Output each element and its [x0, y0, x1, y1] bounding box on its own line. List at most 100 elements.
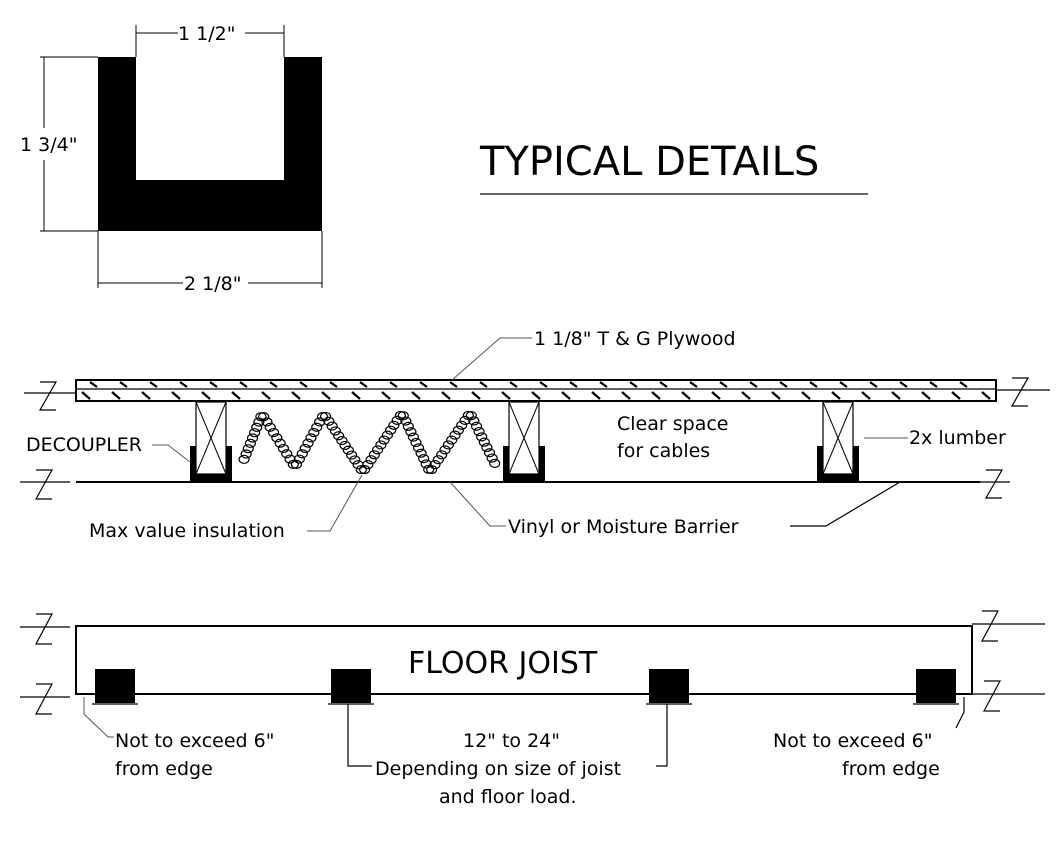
coil-loop [342, 445, 354, 455]
coil-loop [299, 443, 311, 454]
hatch-mark [81, 391, 91, 400]
coil-loop [420, 459, 432, 469]
hatch-mark [149, 381, 158, 388]
coil-loop [470, 421, 483, 431]
page-title: TYPICAL DETAILS [479, 139, 819, 185]
decoupler-label: DECOUPLER [26, 434, 142, 456]
hatch-mark [809, 381, 818, 388]
hatch-mark [479, 381, 488, 388]
coil-loop [287, 459, 299, 469]
block-fill [916, 669, 956, 703]
spacing-note-2: Depending on size of joist [375, 758, 621, 780]
hatch-mark [351, 391, 361, 400]
dim-inner-width: 1 1/2" [178, 23, 235, 45]
hatch-mark [411, 391, 421, 400]
joist-block [913, 669, 959, 705]
hatch-mark [629, 381, 638, 388]
hatch-mark [441, 391, 451, 400]
coil-loop [284, 454, 296, 464]
hatch-mark [929, 381, 938, 388]
decoupler-clip [190, 446, 232, 482]
hatch-mark [651, 391, 661, 400]
hatch-mark [681, 391, 691, 400]
spacing-leader-right [656, 704, 668, 767]
coil-loop [349, 455, 361, 465]
coil-loop [388, 420, 400, 430]
clear-space-label-1: Clear space [617, 413, 728, 435]
break-symbol-icon [20, 610, 1045, 715]
decoupler-clip [503, 446, 545, 482]
decoupler-profile: 1 1/2" 1 3/4" 2 1/8" [20, 23, 323, 295]
coil-loop [271, 433, 283, 443]
barrier-leader-2 [790, 481, 901, 527]
insulation-coil [238, 410, 501, 475]
coil-loop [436, 450, 448, 460]
coil-loop [476, 432, 488, 442]
barrier-leader [449, 481, 506, 527]
decoupler-clip [817, 446, 859, 482]
hatch-mark [321, 391, 331, 400]
coil-loop [452, 425, 464, 435]
hatch-mark [89, 381, 98, 388]
coil-loop [296, 449, 308, 459]
coil-loop [429, 460, 441, 470]
coil-loop [486, 453, 498, 463]
coil-loop [449, 430, 461, 440]
spacing-note-3: and floor load. [439, 786, 577, 808]
hatch-mark [471, 391, 481, 400]
coil-loop [375, 440, 387, 450]
hatch-mark [891, 391, 901, 400]
coil-loop [308, 427, 320, 438]
joist-plan: FLOOR JOIST Not to exceed 6" from edge 1… [20, 610, 1045, 808]
spacing-leader-left [347, 704, 372, 767]
hatch-mark [981, 391, 991, 400]
hatch-mark [119, 381, 128, 388]
left-edge-leader [83, 697, 114, 738]
hatch-mark [831, 391, 841, 400]
coil-loop [368, 450, 380, 460]
coil-loop [362, 460, 374, 470]
plywood-layer [75, 379, 997, 402]
decoupler-u-shape [98, 57, 322, 231]
hatch-mark [509, 381, 518, 388]
coil-loop [281, 449, 293, 459]
coil-loop [407, 432, 420, 442]
coil-loop [385, 425, 397, 435]
lumber-cross-icon [822, 401, 854, 475]
insulation-label: Max value insulation [89, 520, 285, 542]
coil-loop [258, 412, 270, 422]
lumber-cross-icon [508, 401, 540, 475]
joist-block [328, 669, 374, 705]
hatch-mark [591, 391, 601, 400]
coil-loop [359, 464, 371, 475]
floor-section: 1 1/8" T & G Plywood DECOUPLER Clear spa… [20, 328, 1050, 542]
coil-loop [468, 416, 480, 426]
hatch-mark [719, 381, 728, 388]
decoupler-leader [152, 444, 191, 463]
coil-loop [339, 440, 351, 451]
hatch-mark [899, 381, 908, 388]
coil-loop [251, 422, 263, 432]
coil-loop [365, 455, 377, 465]
coil-loop [481, 442, 493, 453]
lumber-stud [817, 401, 859, 482]
floor-joist [75, 625, 973, 695]
coil-loop [326, 421, 338, 431]
hatch-mark [531, 391, 541, 400]
coil-loop [418, 453, 430, 464]
coil-loop [355, 464, 367, 475]
hatch-mark [599, 381, 608, 388]
coil-loop [305, 433, 317, 443]
hatch-mark [659, 381, 668, 388]
coil-loop [442, 440, 454, 450]
hatch-mark [389, 381, 398, 388]
coil-loop [238, 454, 250, 464]
coil-loop [242, 444, 254, 454]
coil-loop [397, 411, 409, 421]
hatch-mark [711, 391, 721, 400]
hatch-mark [111, 391, 121, 400]
lumber-cross-icon [195, 401, 227, 475]
coil-loop [290, 459, 303, 469]
coil-loop [459, 415, 471, 425]
